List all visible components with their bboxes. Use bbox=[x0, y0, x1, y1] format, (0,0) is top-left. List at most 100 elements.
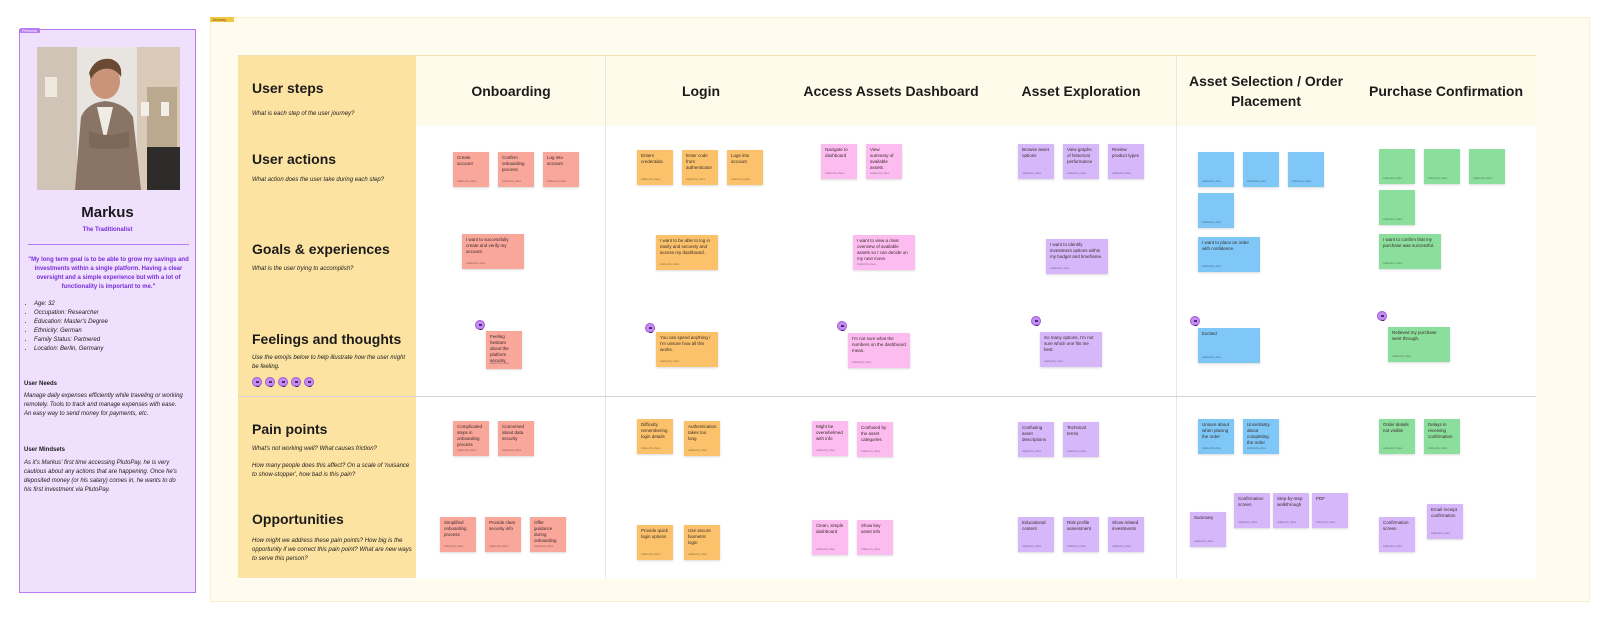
emotion-emoji-icon[interactable] bbox=[837, 321, 847, 331]
angry-emoji-icon[interactable] bbox=[304, 377, 314, 387]
persona-fact: Education: Master's Degree bbox=[34, 318, 199, 327]
sticky-note[interactable]: I want to successfully create and verify… bbox=[462, 234, 524, 269]
persona-fact: Occupation: Researcher bbox=[34, 309, 199, 318]
persona-photo bbox=[37, 47, 180, 190]
sticky-note[interactable]: Added by Alex bbox=[1424, 149, 1460, 184]
stage-login: Login bbox=[681, 83, 721, 99]
row-label-column bbox=[238, 56, 416, 578]
stage-header-band bbox=[416, 56, 1536, 126]
stage-purchase-confirmation: Purchase Confirmation bbox=[1368, 83, 1524, 99]
sticky-note[interactable]: Added by Alex bbox=[1243, 152, 1279, 187]
sticky-note[interactable]: Added by Alex bbox=[1198, 152, 1234, 187]
user-mindsets-title: User Mindsets bbox=[24, 447, 66, 453]
sticky-note[interactable]: I want to identify investment options wi… bbox=[1046, 239, 1108, 274]
sticky-note[interactable]: Added by Alex bbox=[1379, 149, 1415, 184]
persona-frame-tag[interactable]: Persona bbox=[20, 28, 40, 33]
column-divider bbox=[1176, 56, 1177, 578]
emotion-emoji-icon[interactable] bbox=[1031, 316, 1041, 326]
user-needs-title: User Needs bbox=[24, 381, 58, 387]
sticky-note[interactable]: Added by Alex bbox=[1379, 190, 1415, 225]
row-title-user-steps: User steps bbox=[252, 80, 324, 96]
happy-emoji-icon[interactable] bbox=[252, 377, 262, 387]
row-subtitle-user-actions: What action does the user take during ea… bbox=[252, 177, 385, 183]
row-title-feelings-thoughts: Feelings and thoughts bbox=[252, 331, 402, 347]
user-needs-body: Manage daily expenses efficiently while … bbox=[24, 393, 183, 417]
sad-emoji-icon[interactable] bbox=[291, 377, 301, 387]
emotion-emoji-icon[interactable] bbox=[645, 323, 655, 333]
emotion-emoji-icon[interactable] bbox=[1377, 311, 1387, 321]
sticky-note[interactable]: Added by Alex bbox=[1288, 152, 1324, 187]
emotion-emoji-icon[interactable] bbox=[475, 320, 485, 330]
sticky-note[interactable]: So many options, I'm not sure which one … bbox=[1040, 332, 1102, 367]
sticky-note[interactable]: I want to place an order with confidence… bbox=[1198, 237, 1260, 272]
neutral-emoji-icon[interactable] bbox=[278, 377, 288, 387]
sticky-note[interactable]: I want to be able to log in easily and s… bbox=[656, 235, 718, 270]
sticky-note[interactable]: Relieved my purchase went through.Added … bbox=[1388, 327, 1450, 362]
row-title-goals-experiences: Goals & experiences bbox=[252, 241, 390, 257]
sticky-note[interactable]: I want to view a clear overview of avail… bbox=[853, 235, 915, 270]
sticky-note[interactable]: Added by Alex bbox=[1469, 149, 1505, 184]
persona-fact: Location: Berlin, Germany bbox=[34, 345, 199, 354]
persona-fact: Family Status: Partnered bbox=[34, 336, 199, 345]
emotion-emoji-icon[interactable] bbox=[1190, 316, 1200, 326]
sticky-note[interactable]: You can spend anything / I'm unsure how … bbox=[656, 332, 718, 367]
row-subtitle-pain-points: What's not working well? What causes fri… bbox=[252, 446, 377, 452]
sticky-note[interactable]: I want to confirm that my purchase was s… bbox=[1379, 234, 1441, 269]
emoji-legend bbox=[252, 377, 314, 387]
persona-quote: "My long term goal is to be able to grow… bbox=[28, 257, 189, 290]
column-divider bbox=[605, 56, 606, 578]
row-title-opportunities: Opportunities bbox=[252, 511, 344, 527]
board-frame-tag[interactable]: Journey bbox=[210, 17, 234, 22]
smile-emoji-icon[interactable] bbox=[265, 377, 275, 387]
user-mindsets-body: As it's Markus' first time accessing Plu… bbox=[24, 460, 177, 493]
row-subtitle-goals-experiences: What is the user trying to accomplish? bbox=[252, 266, 354, 272]
persona-fact: Age: 32 bbox=[34, 300, 199, 309]
row-subtitle-opportunities: How might we address these pain points? … bbox=[252, 538, 412, 562]
sticky-note[interactable]: Feeling hesitant about the platform secu… bbox=[486, 331, 522, 369]
sticky-note[interactable]: Added by Alex bbox=[1198, 193, 1234, 228]
sticky-note[interactable]: I'm not sure what the numbers on the das… bbox=[848, 333, 910, 368]
persona-role: The Traditionalist bbox=[82, 227, 133, 233]
persona-facts-list: Age: 32 Occupation: Researcher Education… bbox=[24, 300, 199, 354]
